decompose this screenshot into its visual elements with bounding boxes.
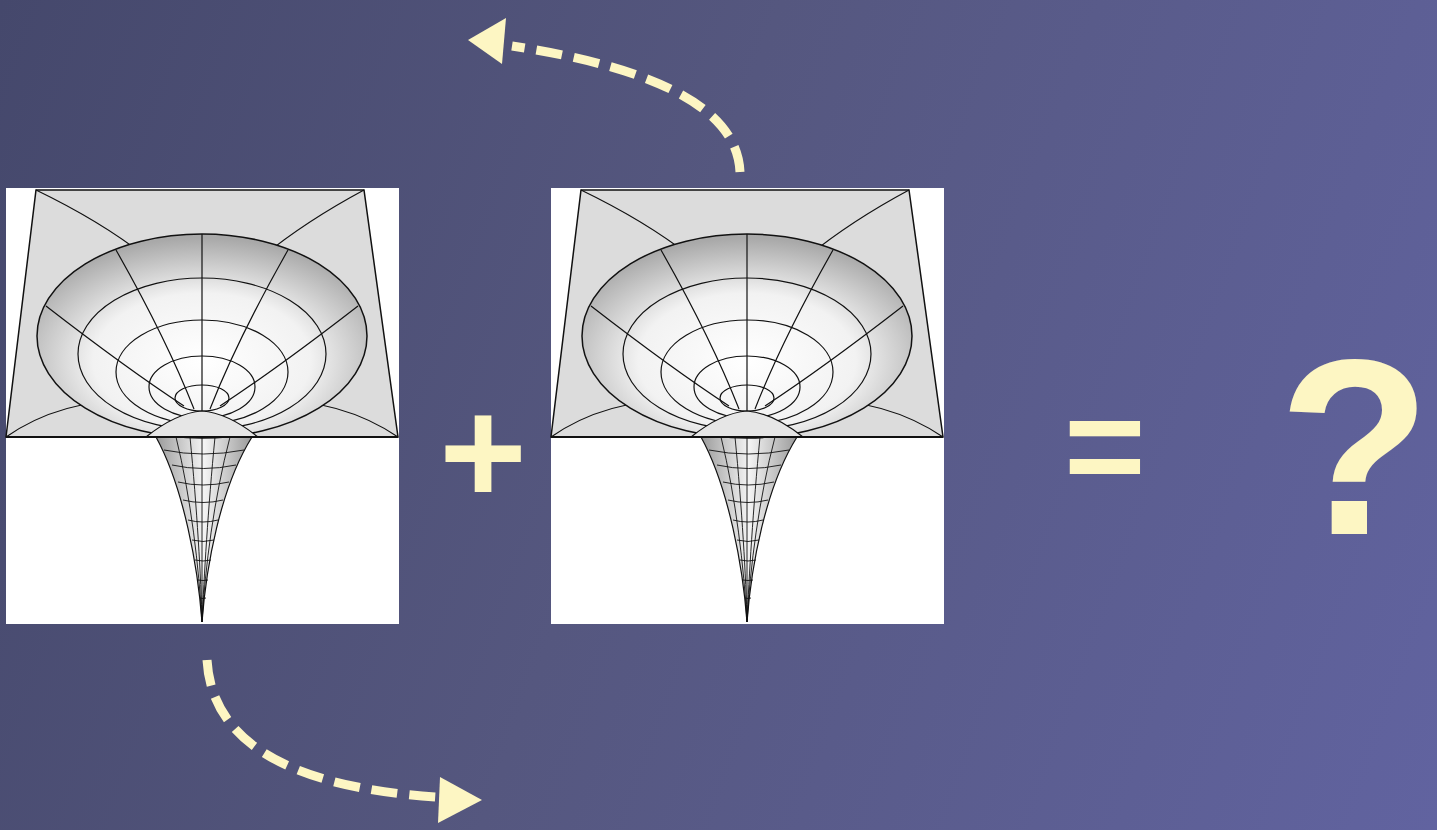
gravity-well xyxy=(6,188,399,624)
dashed-arrow xyxy=(512,46,740,172)
question-mark: ? xyxy=(1278,323,1431,573)
dashed-arrow xyxy=(207,660,436,797)
equals-sign: = xyxy=(1064,376,1146,516)
arrow-head xyxy=(468,18,506,64)
arrow-head xyxy=(438,777,482,823)
plus-sign: + xyxy=(439,377,527,527)
gravity-well xyxy=(551,188,944,624)
